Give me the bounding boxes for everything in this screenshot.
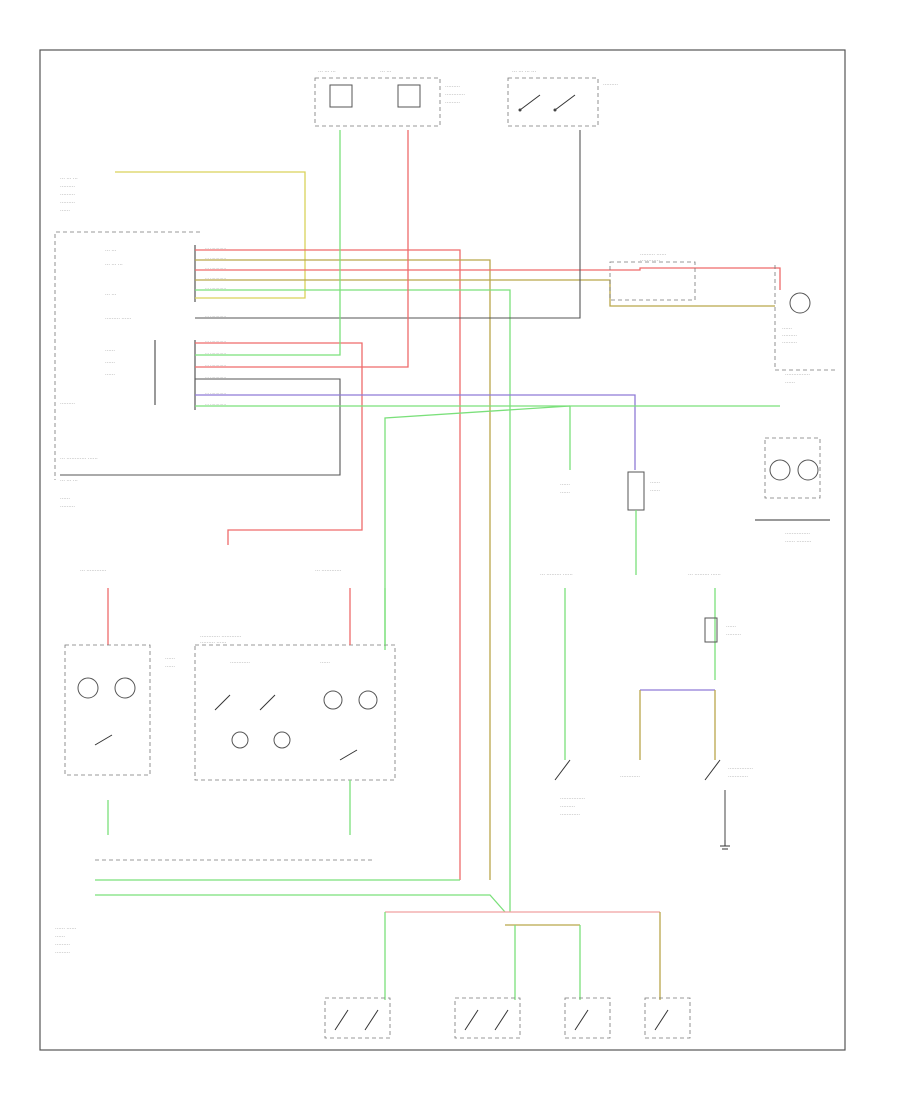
svg-text:⋯ ⋯⋯⋯⋯: ⋯ ⋯⋯⋯⋯ (205, 351, 226, 356)
svg-text:⋯⋯⋯ ⋯⋯: ⋯⋯⋯ ⋯⋯ (640, 252, 666, 258)
svg-text:⋯ ⋯ ⋯ ⋯: ⋯ ⋯ ⋯ ⋯ (512, 69, 536, 75)
lamp-bulb-icon (273, 731, 291, 749)
svg-text:⋯⋯⋯⋯ ⋯⋯⋯⋯: ⋯⋯⋯⋯ ⋯⋯⋯⋯ (200, 634, 241, 640)
svg-text:⋯⋯⋯⋯: ⋯⋯⋯⋯ (445, 92, 465, 98)
svg-text:⋯⋯⋯: ⋯⋯⋯ (60, 504, 75, 510)
svg-text:⋯⋯: ⋯⋯ (782, 326, 792, 332)
svg-text:⋯⋯⋯: ⋯⋯⋯ (782, 340, 797, 346)
main-harness (60, 130, 781, 912)
svg-text:⋯⋯⋯⋯⋯: ⋯⋯⋯⋯⋯ (560, 796, 585, 802)
svg-text:⋯⋯⋯⋯⋯: ⋯⋯⋯⋯⋯ (728, 766, 753, 772)
svg-text:⋯ ⋯ ⋯: ⋯ ⋯ ⋯ (60, 478, 78, 484)
svg-text:⋯⋯⋯⋯⋯: ⋯⋯⋯⋯⋯ (785, 372, 810, 378)
svg-text:⋯ ⋯⋯⋯⋯: ⋯ ⋯⋯⋯⋯ (205, 402, 226, 407)
lamp-bulb-icon (769, 459, 791, 481)
svg-text:⋯ ⋯⋯⋯⋯: ⋯ ⋯⋯⋯⋯ (205, 391, 226, 396)
svg-text:⋯⋯: ⋯⋯ (785, 380, 795, 386)
svg-text:⋯ ⋯: ⋯ ⋯ (105, 292, 116, 298)
svg-text:⋯⋯: ⋯⋯ (650, 480, 660, 486)
svg-text:⋯⋯⋯: ⋯⋯⋯ (445, 84, 460, 90)
svg-text:⋯ ⋯⋯⋯ ⋯⋯: ⋯ ⋯⋯⋯ ⋯⋯ (688, 572, 721, 578)
svg-text:⋯⋯⋯⋯: ⋯⋯⋯⋯ (640, 258, 660, 264)
svg-text:⋯⋯: ⋯⋯ (60, 208, 70, 214)
svg-text:⋯⋯: ⋯⋯ (105, 360, 115, 366)
diagram-border (39, 49, 846, 1051)
chime-relay: ⋯⋯⋯ ⋯⋯ ⋯⋯⋯⋯ ⋯⋯ ⋯⋯⋯ ⋯⋯⋯ ⋯⋯⋯⋯⋯ ⋯⋯ (609, 252, 835, 386)
ground-icon (720, 840, 730, 850)
svg-text:⋯⋯: ⋯⋯ (650, 488, 660, 494)
right-switches: ⋯ ⋯⋯⋯ ⋯⋯ ⋯⋯⋯⋯⋯ ⋯⋯⋯ ⋯⋯⋯⋯ ⋯ ⋯⋯⋯ ⋯⋯ ⋯⋯ ⋯⋯⋯ … (540, 572, 753, 840)
lamp-bulb-icon (797, 459, 819, 481)
door-switch-icon (574, 1009, 589, 1031)
svg-text:⋯ ⋯⋯⋯⋯: ⋯ ⋯⋯⋯⋯ (205, 363, 226, 368)
door-switch-icon (654, 1009, 669, 1031)
svg-text:⋯⋯: ⋯⋯ (560, 490, 570, 496)
left-label-block: ⋯ ⋯ ⋯ ⋯⋯⋯ ⋯⋯⋯ ⋯⋯⋯ ⋯⋯ (60, 176, 78, 214)
svg-text:⋯ ⋯ ⋯: ⋯ ⋯ ⋯ (60, 176, 78, 182)
svg-text:⋯⋯: ⋯⋯ (60, 496, 70, 502)
lamp-bulb-icon (77, 677, 99, 699)
svg-text:⋯ ⋯⋯⋯⋯: ⋯ ⋯⋯⋯⋯ (205, 286, 226, 291)
svg-text:⋯⋯⋯: ⋯⋯⋯ (55, 942, 70, 948)
left-door-lamp: ⋯ ⋯⋯⋯⋯ (64, 568, 151, 835)
svg-text:⋯⋯⋯: ⋯⋯⋯ (726, 632, 741, 638)
svg-text:⋯⋯⋯: ⋯⋯⋯ (55, 950, 70, 956)
svg-text:⋯⋯ ⋯⋯: ⋯⋯ ⋯⋯ (55, 926, 76, 932)
lamp-bulb-icon (358, 690, 378, 710)
svg-text:⋯⋯⋯: ⋯⋯⋯ (445, 100, 460, 106)
svg-text:⋯⋯: ⋯⋯ (105, 348, 115, 354)
svg-text:⋯⋯⋯⋯: ⋯⋯⋯⋯ (620, 774, 640, 780)
svg-text:⋯⋯ ⋯⋯⋯: ⋯⋯ ⋯⋯⋯ (785, 539, 811, 545)
svg-text:⋯ ⋯⋯⋯⋯: ⋯ ⋯⋯⋯⋯ (205, 266, 226, 271)
svg-text:⋯⋯⋯⋯: ⋯⋯⋯⋯ (560, 812, 580, 818)
svg-text:⋯⋯: ⋯⋯ (105, 372, 115, 378)
svg-text:⋯⋯⋯: ⋯⋯⋯ (60, 200, 75, 206)
svg-text:⋯⋯: ⋯⋯ (165, 656, 175, 662)
door-switch-icon (334, 1009, 349, 1031)
svg-text:⋯⋯⋯⋯: ⋯⋯⋯⋯ (230, 660, 250, 666)
svg-text:⋯ ⋯⋯⋯⋯: ⋯ ⋯⋯⋯⋯ (205, 256, 226, 261)
svg-text:⋯ ⋯: ⋯ ⋯ (105, 248, 116, 254)
svg-text:⋯⋯⋯: ⋯⋯⋯ (60, 184, 75, 190)
svg-text:⋯ ⋯⋯⋯⋯: ⋯ ⋯⋯⋯⋯ (205, 276, 226, 281)
instrument-cluster: ⋯⋯ ⋯⋯ ⋯⋯⋯⋯ ⋯⋯⋯⋯ ⋯⋯⋯ ⋯⋯ ⋯⋯⋯⋯ ⋯⋯ ⋯ ⋯⋯⋯⋯ (165, 568, 396, 835)
svg-text:⋯ ⋯: ⋯ ⋯ (380, 69, 391, 75)
svg-text:⋯ ⋯⋯⋯⋯: ⋯ ⋯⋯⋯⋯ (205, 246, 226, 251)
svg-text:⋯⋯⋯⋯⋯: ⋯⋯⋯⋯⋯ (785, 531, 810, 537)
svg-text:⋯⋯⋯ ⋯⋯: ⋯⋯⋯ ⋯⋯ (200, 640, 226, 646)
svg-text:⋯ ⋯ ⋯: ⋯ ⋯ ⋯ (318, 69, 336, 75)
svg-text:⋯ ⋯⋯⋯ ⋯⋯: ⋯ ⋯⋯⋯ ⋯⋯ (540, 572, 573, 578)
svg-text:⋯⋯: ⋯⋯ (726, 624, 736, 630)
svg-text:⋯⋯: ⋯⋯ (320, 660, 330, 666)
svg-text:⋯⋯⋯⋯: ⋯⋯⋯⋯ (728, 774, 748, 780)
svg-text:⋯⋯: ⋯⋯ (165, 664, 175, 670)
svg-text:⋯⋯⋯: ⋯⋯⋯ (60, 401, 75, 407)
lamp-bulb-icon (789, 292, 811, 314)
lamp-bulb-icon (323, 690, 343, 710)
svg-text:⋯ ⋯⋯⋯⋯: ⋯ ⋯⋯⋯⋯ (315, 568, 341, 574)
svg-text:⋯ ⋯⋯⋯⋯: ⋯ ⋯⋯⋯⋯ (205, 314, 226, 319)
svg-text:⋯ ⋯⋯⋯⋯ ⋯⋯: ⋯ ⋯⋯⋯⋯ ⋯⋯ (60, 456, 98, 462)
door-switch-icon (464, 1009, 479, 1031)
svg-text:⋯ ⋯⋯⋯⋯: ⋯ ⋯⋯⋯⋯ (205, 339, 226, 344)
svg-text:⋯ ⋯⋯⋯⋯: ⋯ ⋯⋯⋯⋯ (205, 375, 226, 380)
svg-text:⋯⋯: ⋯⋯ (55, 934, 65, 940)
svg-text:⋯ ⋯ ⋯: ⋯ ⋯ ⋯ (105, 262, 123, 268)
svg-text:⋯⋯⋯: ⋯⋯⋯ (603, 82, 618, 88)
svg-text:⋯⋯⋯ ⋯⋯: ⋯⋯⋯ ⋯⋯ (105, 316, 131, 322)
lower-bus: ⋯⋯ ⋯⋯ ⋯⋯ ⋯⋯⋯ ⋯⋯⋯ (55, 859, 661, 1000)
lamp-bulb-icon (231, 731, 249, 749)
control-unit: ⋯ ⋯ ⋯ ⋯ ⋯ ⋯ ⋯ ⋯⋯⋯ ⋯⋯ ⋯⋯ ⋯⋯ ⋯⋯ ⋯⋯⋯ ⋯ ⋯⋯⋯⋯… (54, 231, 226, 510)
fuse-box: ⋯ ⋯ ⋯ ⋯ ⋯ ⋯⋯⋯ ⋯⋯⋯⋯ ⋯⋯⋯ (314, 69, 465, 127)
mid-components: ⋯⋯ ⋯⋯ ⋯⋯ ⋯⋯ ⋯⋯⋯⋯⋯ ⋯⋯ ⋯⋯⋯ (560, 437, 830, 575)
door-switch-row (324, 997, 691, 1039)
svg-text:⋯ ⋯⋯⋯⋯: ⋯ ⋯⋯⋯⋯ (80, 568, 106, 574)
lamp-bulb-icon (114, 677, 136, 699)
svg-text:⋯⋯⋯: ⋯⋯⋯ (782, 333, 797, 339)
svg-text:⋯⋯⋯: ⋯⋯⋯ (60, 192, 75, 198)
svg-text:⋯⋯⋯: ⋯⋯⋯ (560, 804, 575, 810)
svg-text:⋯⋯: ⋯⋯ (560, 482, 570, 488)
ignition-switch: ⋯ ⋯ ⋯ ⋯ ⋯⋯⋯ (507, 69, 618, 127)
